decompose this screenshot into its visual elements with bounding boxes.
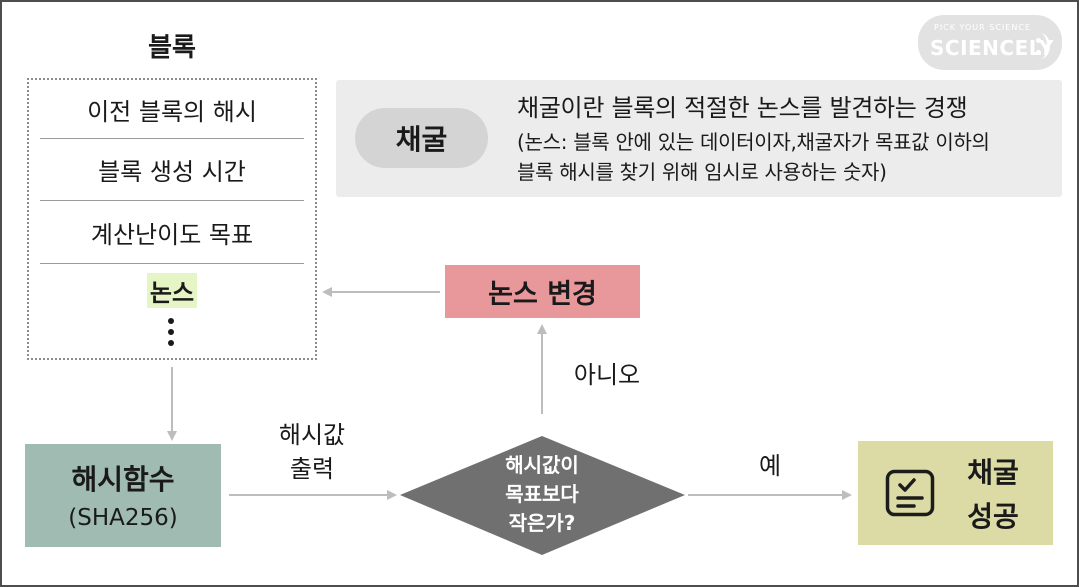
nonce-change-box: 논스 변경 bbox=[445, 265, 640, 318]
mining-definition-line-1: 채굴이란 블록의 적절한 논스를 발견하는 경쟁 bbox=[517, 93, 968, 122]
more-fields-ellipsis bbox=[168, 318, 175, 348]
mining-success-line-1: 채굴 bbox=[967, 456, 1019, 489]
block-field-timestamp: 블록 생성 시간 bbox=[40, 139, 304, 201]
mining-label-pill: 채굴 bbox=[355, 108, 488, 168]
sciencely-logo: PICK YOUR SCIENCE SCIENCELY bbox=[918, 15, 1062, 70]
arrow-block-to-hash-function bbox=[167, 367, 177, 441]
mining-success-box: 채굴 성공 bbox=[858, 441, 1053, 545]
block-field-difficulty-target: 계산난이도 목표 bbox=[40, 201, 304, 264]
arrow-decision-no-to-nonce-change bbox=[537, 324, 547, 414]
mining-definition-line-2: (논스: 블록 안에 있는 데이터이자,채굴자가 목표값 이하의 bbox=[517, 129, 990, 154]
no-branch-label: 아니오 bbox=[573, 360, 641, 389]
decision-diamond bbox=[400, 436, 685, 555]
block-field-nonce-row: 논스 bbox=[40, 264, 304, 316]
hash-function-box: 해시함수 (SHA256) bbox=[25, 444, 221, 547]
hash-output-label-line-2: 출력 bbox=[289, 454, 335, 483]
decision-line-3: 작은가? bbox=[509, 511, 576, 535]
checklist-icon bbox=[885, 469, 935, 517]
decision-line-1: 해시값이 bbox=[505, 453, 579, 477]
logo-tagline: PICK YOUR SCIENCE bbox=[934, 23, 1031, 32]
arrow-nonce-change-to-block bbox=[322, 287, 440, 297]
yes-branch-label: 예 bbox=[758, 451, 782, 480]
hash-output-label-line-1: 해시값 bbox=[278, 420, 346, 449]
arrow-hash-function-to-decision bbox=[229, 490, 397, 500]
mining-definition-line-3: 블록 해시를 찾기 위해 임시로 사용하는 숫자) bbox=[517, 159, 887, 184]
arrow-decision-yes-to-success bbox=[688, 490, 852, 500]
hash-function-title: 해시함수 bbox=[71, 463, 175, 496]
hash-function-subtitle: (SHA256) bbox=[68, 505, 178, 531]
logo-smile-arc bbox=[1030, 33, 1050, 59]
mining-success-line-2: 성공 bbox=[967, 500, 1019, 533]
block-title: 블록 bbox=[148, 32, 196, 63]
block-field-nonce: 논스 bbox=[146, 272, 198, 308]
decision-line-2: 목표보다 bbox=[505, 482, 579, 506]
block-structure-box: 이전 블록의 해시 블록 생성 시간 계산난이도 목표 논스 bbox=[27, 78, 317, 360]
block-field-previous-hash: 이전 블록의 해시 bbox=[40, 80, 304, 139]
